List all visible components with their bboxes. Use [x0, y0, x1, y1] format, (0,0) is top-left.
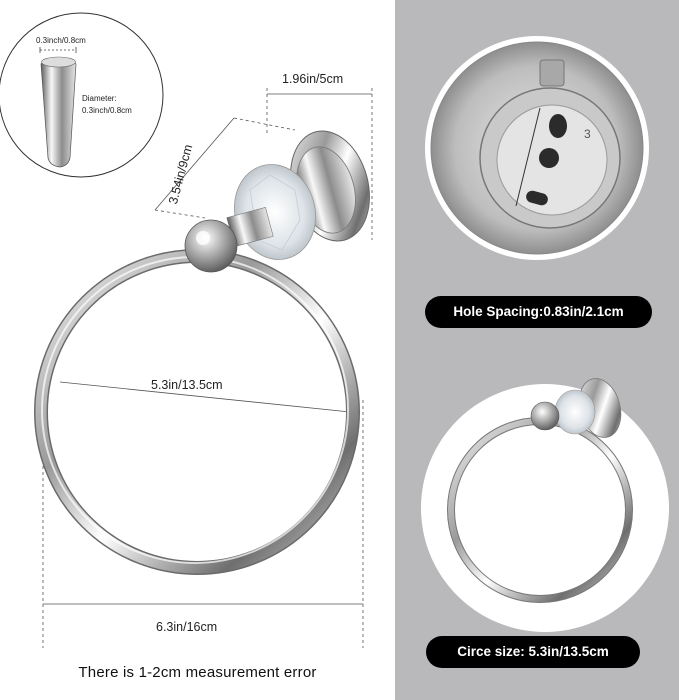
svg-text:3: 3 [584, 127, 591, 141]
hole-detail: 3 [425, 36, 649, 260]
circle-size-badge: Circe size: 5.3in/13.5cm [426, 636, 640, 668]
hole-top [549, 114, 567, 138]
ring-detail [421, 378, 669, 632]
base-width-label: 1.96in/5cm [282, 72, 344, 86]
hole-spacing-badge: Hole Spacing:0.83in/2.1cm [425, 296, 652, 328]
hole-bottom [526, 190, 548, 206]
dimension-lines [42, 88, 373, 648]
tube-inset [0, 12, 164, 178]
inner-diameter-label: 5.3in/13.5cm [151, 378, 223, 392]
measurement-error-note: There is 1-2cm measurement error [78, 664, 317, 681]
tube-diameter-value: 0.3inch/0.8cm [82, 106, 132, 115]
tube-width-label: 0.3inch/0.8cm [36, 36, 86, 45]
outer-diameter-label: 6.3in/16cm [156, 620, 218, 634]
towel-ring [34, 130, 370, 575]
tube-diameter-title: Diameter: [82, 94, 117, 103]
hole-middle [539, 148, 559, 168]
